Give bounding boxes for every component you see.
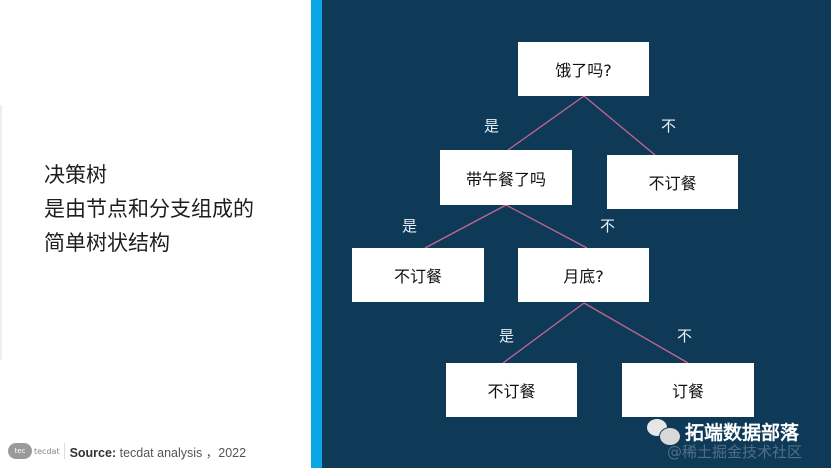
source-text: tecdat analysis ，2022 <box>116 445 247 460</box>
description-line: 决策树 <box>44 163 107 187</box>
edge-label-no: 不 <box>677 327 693 345</box>
node-root: 饿了吗? <box>518 42 649 96</box>
edge-month-end-no-order <box>502 302 585 364</box>
description-text: 决策树 是由节点和分支组成的 简单树状结构 <box>44 158 254 260</box>
edge-lunch-no-order <box>424 204 507 249</box>
source-label: Source: <box>69 445 117 460</box>
left-edge-divider <box>0 105 2 360</box>
node-no-order-2: 不订餐 <box>352 248 484 302</box>
description-line: 是由节点和分支组成的 <box>44 197 254 221</box>
edge-month-end-order <box>583 302 689 364</box>
description-line: 简单树状结构 <box>44 231 170 255</box>
edge-label-yes: 是 <box>484 117 500 135</box>
node-label: 不订餐 <box>393 267 442 286</box>
edge-root-lunch <box>507 95 585 151</box>
watermark: 拓端数据部落 <box>647 418 800 446</box>
wechat-icon <box>647 418 681 446</box>
edge-label-no: 不 <box>661 117 677 135</box>
node-order: 订餐 <box>622 363 754 417</box>
accent-bar <box>311 0 322 468</box>
edge-label-no: 不 <box>600 217 616 235</box>
node-label: 不订餐 <box>487 382 536 401</box>
node-label: 订餐 <box>671 382 704 401</box>
node-label: 月底? <box>563 267 604 286</box>
source-footer: tec tecdat Source: tecdat analysis ，2022 <box>8 441 246 461</box>
node-label: 带午餐了吗 <box>465 169 546 189</box>
edge-lunch-month-end <box>505 204 588 249</box>
watermark-title: 拓端数据部落 <box>685 422 800 444</box>
node-no-order-1: 不订餐 <box>607 155 738 209</box>
node-lunch: 带午餐了吗 <box>440 150 572 205</box>
left-panel: 决策树 是由节点和分支组成的 简单树状结构 tec tecdat Source:… <box>0 0 310 468</box>
tecdat-logo-icon: tec <box>8 443 32 459</box>
node-month-end: 月底? <box>518 248 649 302</box>
footer-divider <box>63 443 65 459</box>
watermark-subtitle: @稀土掘金技术社区 <box>667 443 803 461</box>
edge-label-yes: 是 <box>402 217 418 235</box>
node-label: 饿了吗? <box>555 61 612 80</box>
node-no-order-3: 不订餐 <box>446 363 577 417</box>
source-citation: Source: tecdat analysis ，2022 <box>70 442 247 461</box>
edge-label-yes: 是 <box>499 327 515 345</box>
logo-text: tecdat <box>34 446 60 456</box>
edge-root-no-order <box>583 95 656 156</box>
node-label: 不订餐 <box>648 174 697 193</box>
